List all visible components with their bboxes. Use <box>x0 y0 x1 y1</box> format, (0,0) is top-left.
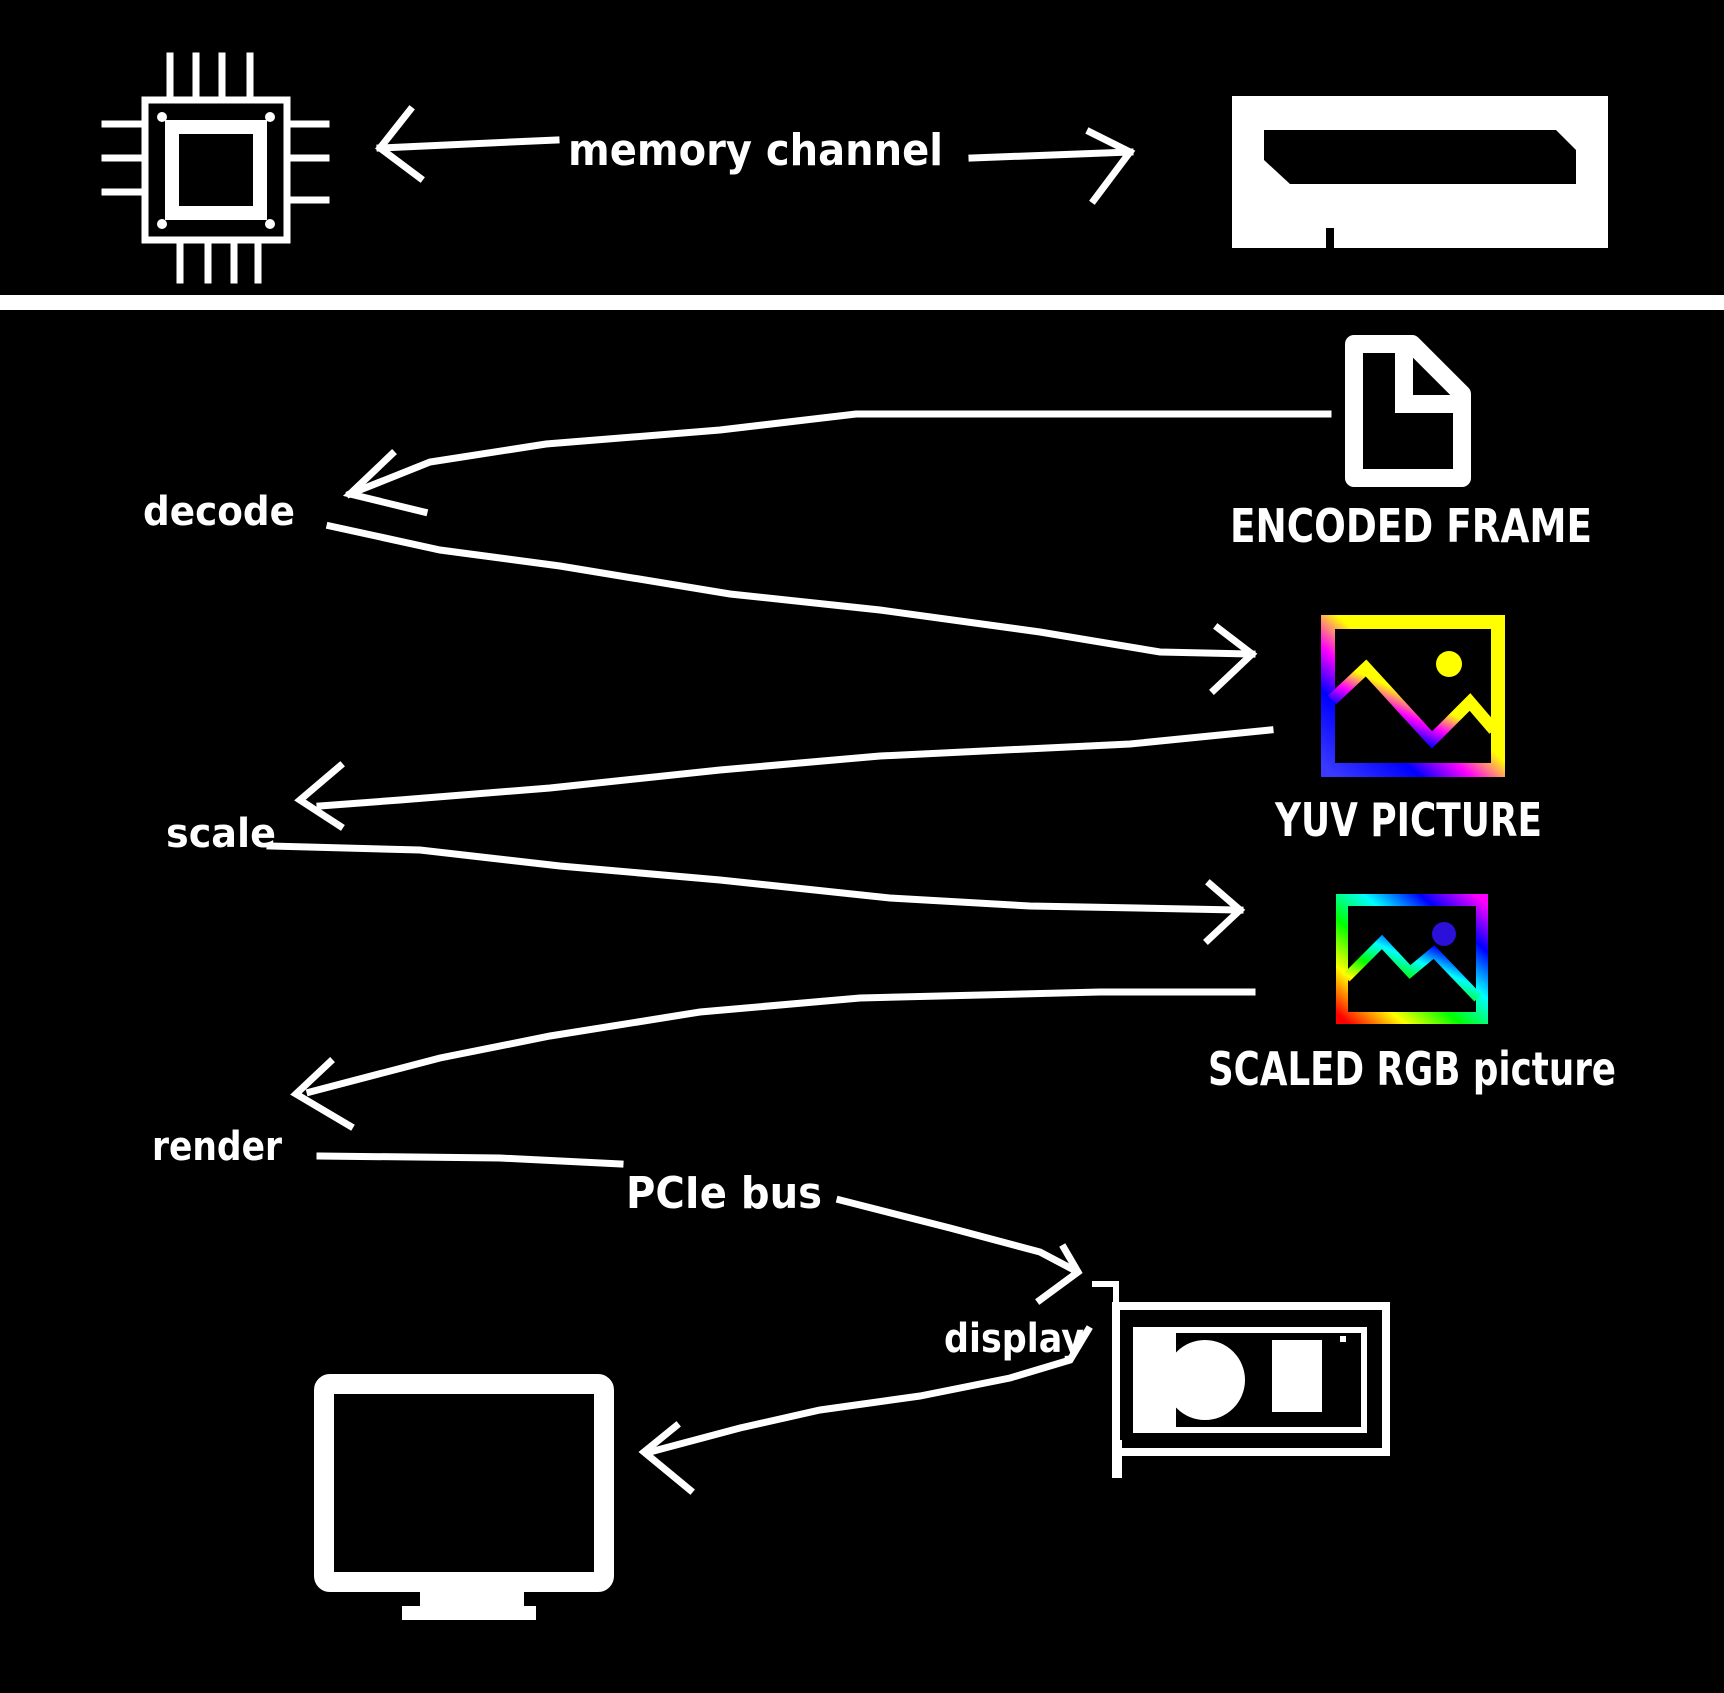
scaled-rgb-label: SCALED RGB picture <box>1208 1042 1616 1096</box>
scale-label: scale <box>166 811 276 857</box>
cpu-chip-icon <box>101 52 330 284</box>
arrow-pcie-bus-right <box>835 1195 1079 1275</box>
decode-label: decode <box>143 489 295 535</box>
arrowhead-rgb <box>1203 879 1246 945</box>
memory-channel-label: memory channel <box>568 125 943 176</box>
yuv-picture-icon <box>1321 615 1505 777</box>
arrow-to-display <box>645 1325 1093 1457</box>
arrow-to-render <box>305 988 1256 1097</box>
arrow-to-scale <box>316 726 1274 810</box>
arrowhead-yuv <box>1209 623 1258 695</box>
gpu-card-icon <box>1092 1281 1390 1478</box>
arrowhead-render <box>290 1057 355 1131</box>
file-icon <box>1345 335 1471 487</box>
encoded-frame-label: ENCODED FRAME <box>1230 499 1592 553</box>
arrow-to-scaled-rgb <box>266 842 1244 914</box>
memory-module-icon <box>1232 96 1608 248</box>
arrowhead-display <box>638 1421 695 1495</box>
monitor-icon <box>314 1374 614 1620</box>
pcie-bus-label: PCIe bus <box>626 1168 822 1219</box>
section-divider <box>0 295 1724 310</box>
arrow-to-decode <box>345 410 1332 499</box>
arrowhead-gpu <box>1035 1243 1083 1305</box>
display-label: display <box>944 1316 1084 1362</box>
memory-channel-arrow <box>375 105 1136 205</box>
render-label: render <box>152 1124 282 1170</box>
yuv-picture-label: YUV PICTURE <box>1274 793 1542 847</box>
arrow-pcie-bus-left <box>316 1152 624 1168</box>
arrowhead-scale <box>294 761 345 831</box>
scaled-rgb-picture-icon <box>1336 894 1488 1024</box>
arrow-to-yuv-picture <box>325 521 1256 658</box>
arrowhead-decode <box>342 449 429 517</box>
